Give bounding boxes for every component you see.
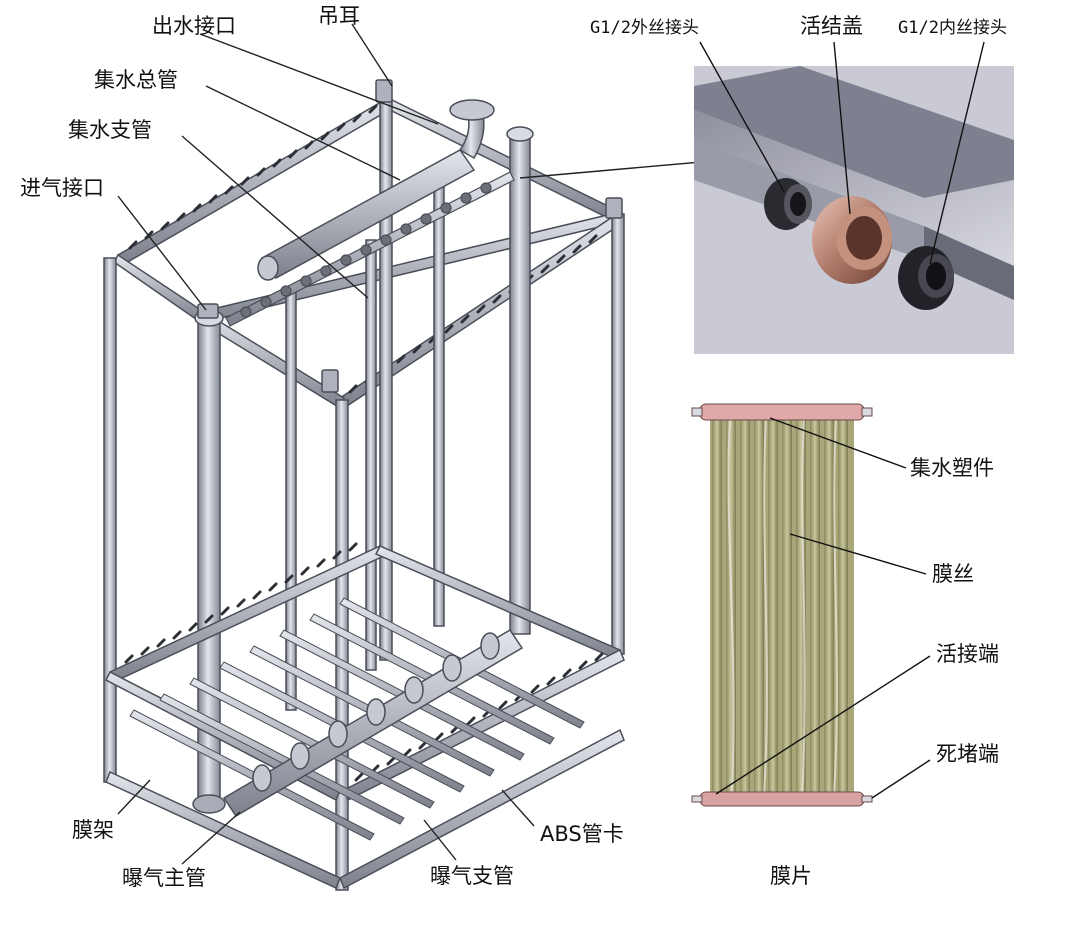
label-lug: 吊耳 [318,4,360,28]
label-abs-clip: ABS管卡 [540,822,624,846]
female-fitting-icon [898,246,954,310]
label-main-header: 集水总管 [94,68,178,92]
label-outlet: 出水接口 [152,14,236,38]
label-male-fitting: G1/2外丝接头 [590,18,699,38]
membrane-leader-lines [715,417,931,799]
fitting-leader-lines [699,41,985,265]
male-fitting-icon [764,178,812,230]
membrane-fibers [710,417,854,797]
label-union-cap: 活结盖 [800,14,863,38]
frame-leader-lines [117,23,725,865]
water-branch-header [225,171,515,327]
label-live-end: 活接端 [936,642,999,666]
label-air-inlet: 进气接口 [20,176,104,200]
label-female-fitting: G1/2内丝接头 [898,18,1007,38]
label-membrane-caption: 膜片 [770,864,812,888]
label-fiber: 膜丝 [932,562,974,586]
lug-icon [197,79,623,393]
label-aeration-main: 曝气主管 [122,866,206,890]
label-aeration-branch: 曝气支管 [430,864,514,888]
top-comb-front [128,104,598,394]
aeration-main-pipe [222,628,524,818]
label-frame: 膜架 [72,818,114,842]
union-cap-icon [812,196,892,284]
label-dead-end: 死堵端 [936,742,999,766]
outlet-vertical-pipe [506,126,534,635]
water-main-header [257,99,495,281]
label-branch-header: 集水支管 [68,118,152,142]
label-water-collector: 集水塑件 [910,456,994,480]
membrane-bottom-header [691,791,873,807]
membrane-top-header [691,403,873,421]
